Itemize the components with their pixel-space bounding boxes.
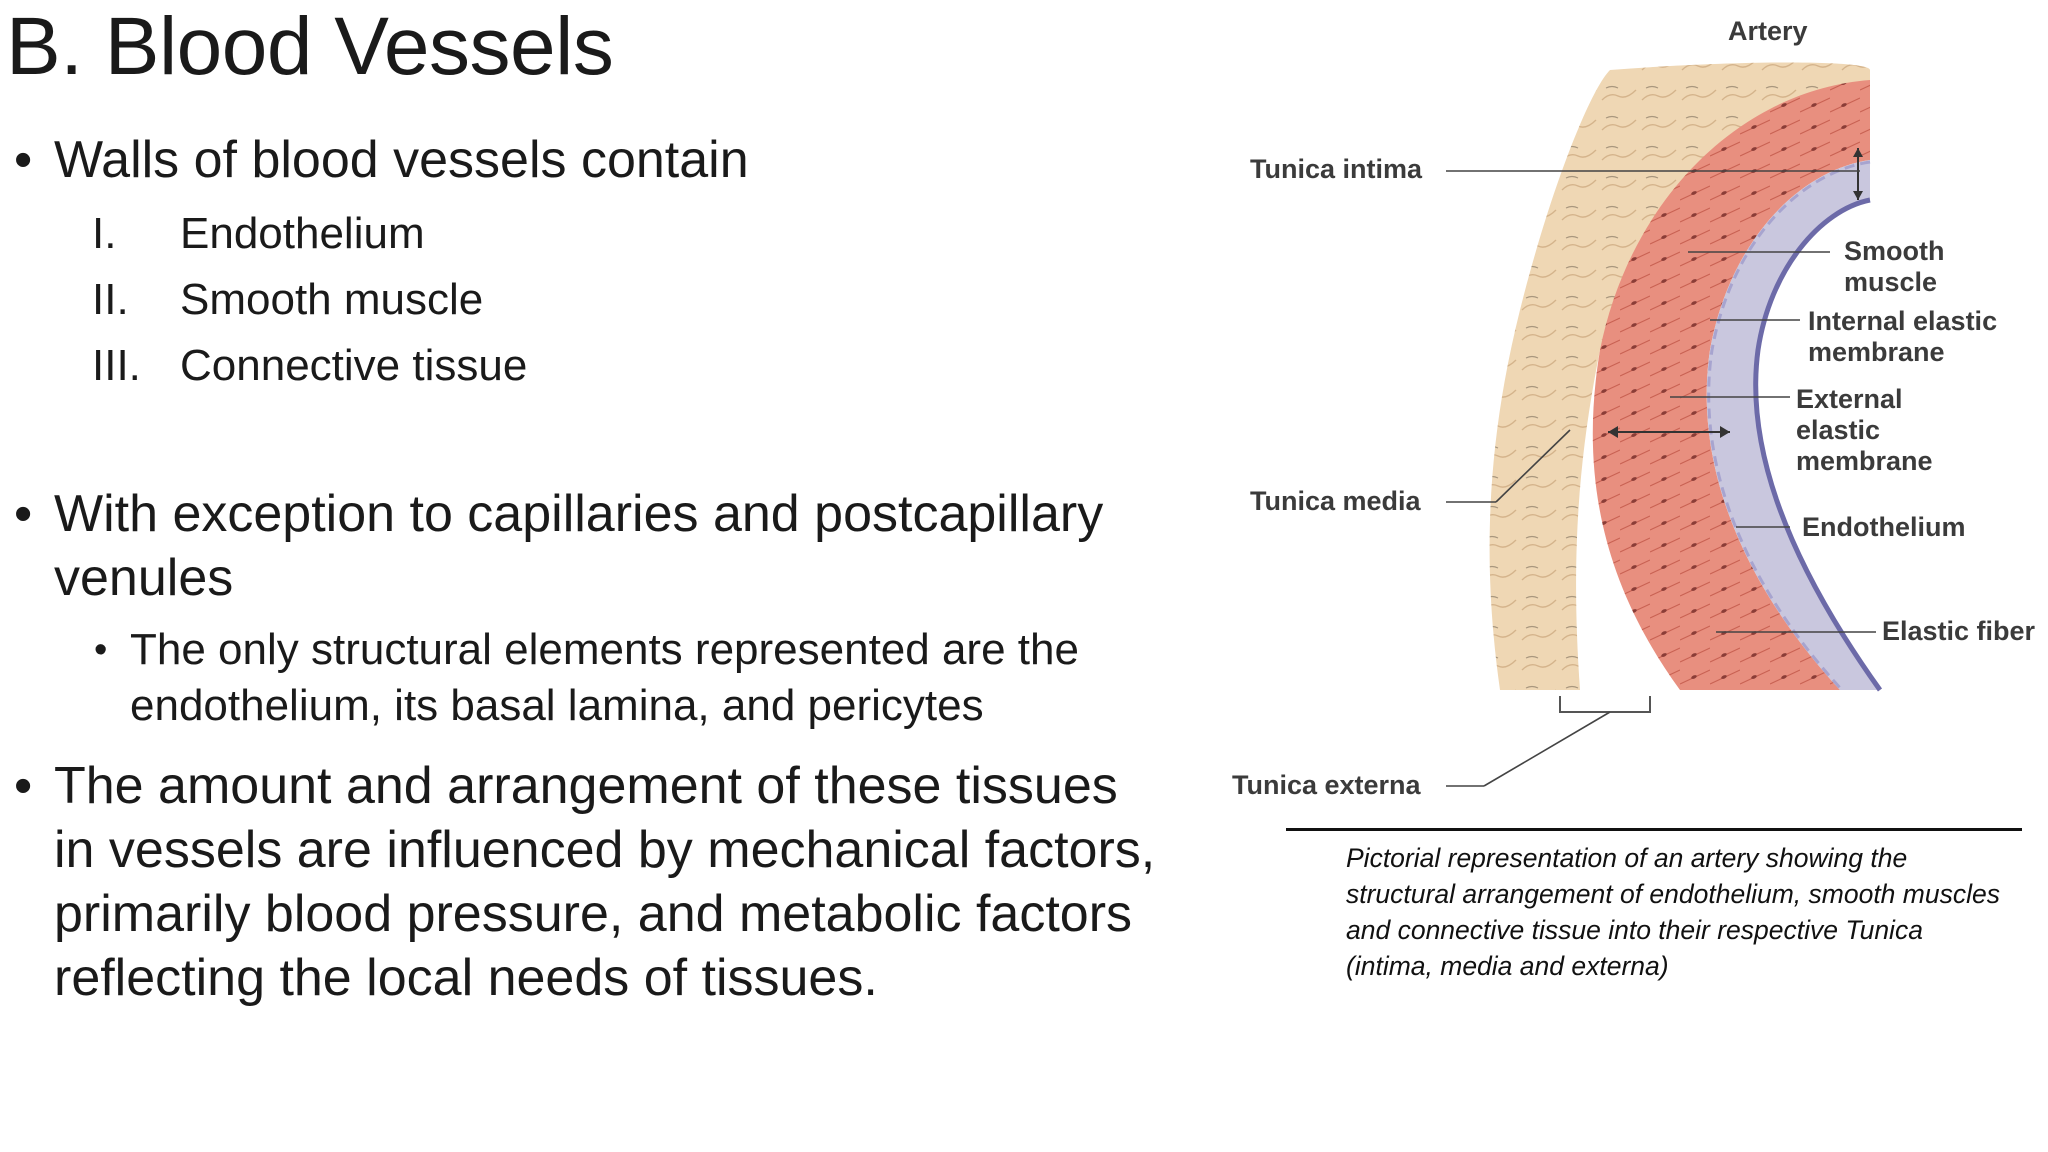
artery-illustration bbox=[1489, 62, 1883, 713]
label-line: Smooth bbox=[1844, 236, 1945, 266]
label-line: muscle bbox=[1844, 267, 1938, 297]
label-line: elastic bbox=[1796, 415, 1881, 445]
bullet-text-line: primarily blood pressure, and metabolic … bbox=[54, 885, 1133, 943]
list-item-text: Connective tissue bbox=[180, 341, 528, 390]
bullet-list: • Walls of blood vessels contain I. Endot… bbox=[14, 128, 1194, 1010]
list-number: III. bbox=[92, 341, 141, 390]
leader-lines bbox=[1446, 170, 1876, 787]
bullet-amount: • The amount and arrangement of these ti… bbox=[14, 754, 1155, 1010]
slide-title: B. Blood Vessels bbox=[6, 1, 614, 92]
bullet-text-line: venules bbox=[54, 549, 234, 607]
list-item-text: Endothelium bbox=[180, 209, 425, 258]
bullet-text-line: The amount and arrangement of these tiss… bbox=[54, 757, 1118, 815]
list-item: II. Smooth muscle bbox=[92, 272, 483, 328]
bullet-text: Walls of blood vessels contain bbox=[54, 131, 749, 189]
list-number: I. bbox=[92, 209, 117, 258]
bullet-dot: • bbox=[94, 629, 108, 671]
list-item: I. Endothelium bbox=[92, 206, 425, 262]
bullet-dot: • bbox=[14, 485, 33, 543]
figure-caption: Pictorial representation of an artery sh… bbox=[1346, 843, 2000, 981]
sub-bullet-line: The only structural elements represented… bbox=[130, 625, 1079, 674]
label-line: Internal elastic bbox=[1808, 306, 1998, 336]
label-line: membrane bbox=[1796, 446, 1933, 476]
label-tunica-externa: Tunica externa bbox=[1232, 770, 1421, 800]
label-internal-elastic-membrane: Internal elastic membrane bbox=[1808, 306, 1997, 368]
list-item-text: Smooth muscle bbox=[180, 275, 484, 324]
label-external-elastic-membrane: External elastic membrane bbox=[1796, 384, 1933, 477]
endothelium-line bbox=[1753, 197, 1883, 692]
label-tunica-intima: Tunica intima bbox=[1250, 154, 1423, 184]
sub-bullet-line: endothelium, its basal lamina, and peric… bbox=[130, 681, 984, 730]
artery-heading: Artery bbox=[1728, 16, 1808, 46]
tunica-intima-layer bbox=[1706, 160, 1880, 690]
label-line: membrane bbox=[1808, 337, 1945, 367]
label-line: External bbox=[1796, 384, 1903, 414]
bullet-dot: • bbox=[14, 131, 33, 189]
list-item: III. Connective tissue bbox=[92, 338, 527, 394]
label-elastic-fiber: Elastic fiber bbox=[1882, 616, 2036, 646]
caption-divider bbox=[1286, 828, 2022, 831]
bullet-walls: • Walls of blood vessels contain bbox=[14, 128, 749, 192]
bullet-text-line: With exception to capillaries and postca… bbox=[54, 485, 1104, 543]
label-endothelium: Endothelium bbox=[1802, 512, 1966, 542]
label-tunica-media: Tunica media bbox=[1250, 486, 1421, 516]
label-smooth-muscle: Smooth muscle bbox=[1844, 236, 1945, 298]
list-number: II. bbox=[92, 275, 129, 324]
bullet-text-line: reflecting the local needs of tissues. bbox=[54, 949, 878, 1007]
figure-panel: Artery Tunica intima Tunica media Tunica… bbox=[1200, 0, 2048, 1152]
sub-bullet-structural: • The only structural elements represent… bbox=[94, 622, 1194, 734]
bullet-text-line: in vessels are influenced by mechanical … bbox=[54, 821, 1156, 879]
bullet-exception: • With exception to capillaries and post… bbox=[14, 482, 1103, 610]
bullet-dot: • bbox=[14, 757, 33, 815]
